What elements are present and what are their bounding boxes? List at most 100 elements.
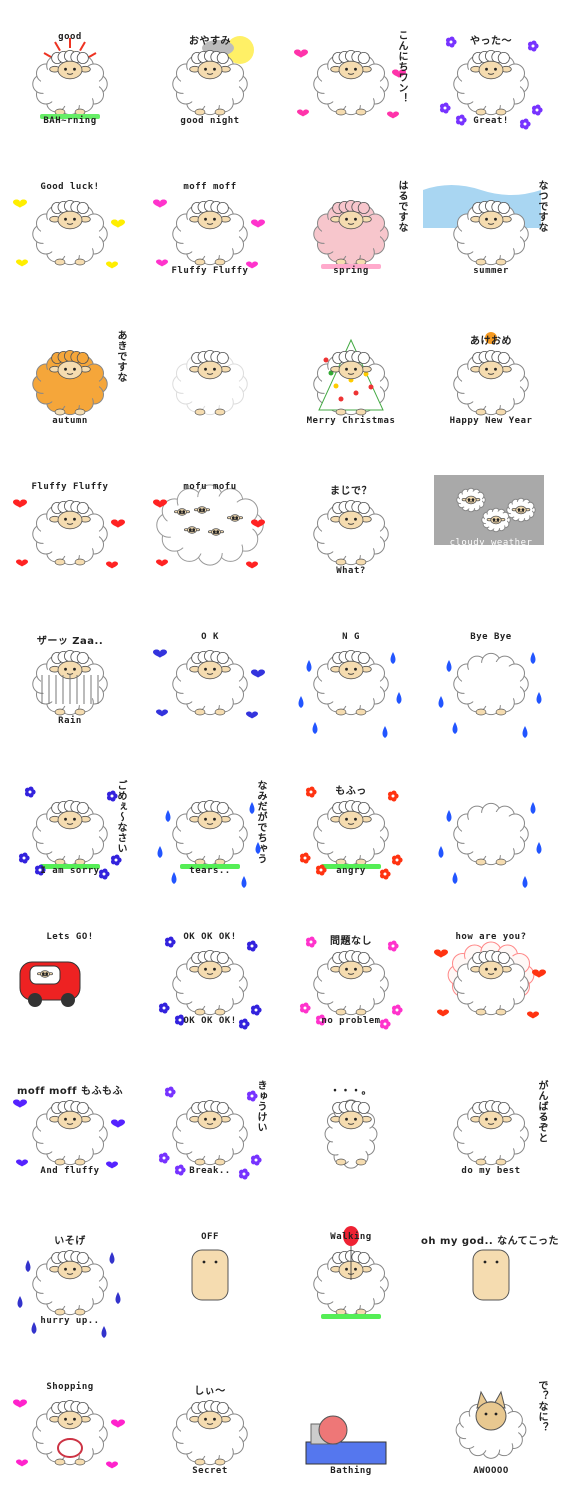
- sticker-top-caption: moff moff もふもふ: [17, 1086, 123, 1097]
- wool-tuft: [191, 800, 229, 815]
- heart-icon: [106, 561, 118, 569]
- sheep-face: [36, 970, 54, 978]
- flower-icon: [164, 936, 176, 948]
- raindrop-icon: [241, 876, 247, 888]
- sticker-cell[interactable]: こんにちワン！: [281, 0, 421, 150]
- sticker-top-caption: しぃ～: [194, 1386, 226, 1397]
- sheep-face: [330, 510, 372, 530]
- wool-tuft: [332, 500, 370, 515]
- grass-strip: [321, 264, 381, 269]
- sticker-cell[interactable]: Bathing: [281, 1350, 421, 1500]
- sticker-top-caption: Shopping: [46, 1382, 94, 1392]
- raindrop-icon: [249, 802, 255, 814]
- sheep-sticker-illustration: [153, 199, 265, 269]
- sheep-face: [189, 1110, 231, 1130]
- heart-icon: [111, 1419, 125, 1428]
- sheep-sticker-illustration: [19, 961, 81, 1007]
- sticker-top-caption: がんばるぞと: [536, 1080, 547, 1143]
- mandarin-icon: [485, 332, 497, 344]
- sticker-cell[interactable]: ・・・。: [281, 1050, 421, 1200]
- raindrop-icon: [171, 872, 177, 884]
- fluffy-wool-body: [453, 802, 529, 866]
- sticker-top-caption: good: [58, 32, 82, 42]
- heart-icon: [106, 261, 118, 269]
- sticker-cell[interactable]: やった～Great!: [421, 0, 561, 150]
- sheep-sticker-illustration: [153, 484, 265, 569]
- sticker-cell[interactable]: しぃ～Secret: [140, 1350, 280, 1500]
- sticker-top-caption: ・・・。: [330, 1086, 372, 1097]
- sheep-sticker-illustration: [158, 1086, 262, 1180]
- sticker-bottom-caption: good night: [180, 116, 240, 126]
- sheep-face: [330, 810, 372, 830]
- sticker-bottom-caption: do my best: [461, 1166, 521, 1176]
- sticker-cell[interactable]: Walking: [281, 1200, 421, 1350]
- sticker-cell[interactable]: how are you?: [421, 900, 561, 1050]
- heart-icon: [246, 261, 258, 269]
- sticker-cell[interactable]: がんばるぞと do my best: [421, 1050, 561, 1200]
- sticker-cell[interactable]: で？なに？AWOOOO: [421, 1350, 561, 1500]
- raindrop-icon: [312, 722, 318, 734]
- sticker-cell[interactable]: O K: [140, 600, 280, 750]
- sticker-cell[interactable]: cloudy weather: [421, 450, 561, 600]
- sticker-top-caption: なみだがでちゃう: [255, 780, 266, 864]
- sticker-bottom-caption: What?: [336, 566, 366, 576]
- sheep-sticker-illustration: [299, 936, 403, 1030]
- sheep-sticker-illustration: [298, 650, 402, 738]
- sticker-cell[interactable]: [421, 750, 561, 900]
- sticker-top-caption: O K: [201, 632, 219, 642]
- sheep-sticker-illustration: [434, 475, 544, 545]
- sticker-cell[interactable]: Merry Christmas: [281, 300, 421, 450]
- sticker-top-caption: はるですな: [396, 180, 407, 233]
- sticker-cell[interactable]: まじで？What?: [281, 450, 421, 600]
- sticker-cell[interactable]: Good luck!: [0, 150, 140, 300]
- sticker-cell[interactable]: oh my god.. なんてこった・・: [421, 1200, 562, 1350]
- fluffy-wool-body: [156, 484, 264, 566]
- heart-icon: [246, 711, 258, 719]
- raindrop-icon: [298, 696, 304, 708]
- sticker-cell[interactable]: なみだがでちゃう tears..: [140, 750, 280, 900]
- sticker-cell[interactable]: Bye Bye: [421, 600, 561, 750]
- sticker-cell[interactable]: mofu mofu: [140, 450, 280, 600]
- wool-tuft: [191, 650, 229, 665]
- flower-icon: [24, 786, 36, 798]
- raindrop-icon: [446, 810, 452, 822]
- sticker-cell[interactable]: ザーッ Zaa..Rain: [0, 600, 140, 750]
- flower-icon: [455, 114, 467, 126]
- sticker-cell[interactable]: N G: [281, 600, 421, 750]
- sheep-sticker-illustration: [153, 649, 265, 719]
- raindrop-icon: [157, 846, 163, 858]
- sticker-cell[interactable]: Fluffy Fluffy: [0, 450, 140, 600]
- sticker-cell[interactable]: Lets GO!: [0, 900, 140, 1050]
- raindrop-icon: [17, 1296, 23, 1308]
- sticker-cell[interactable]: [140, 300, 280, 450]
- heart-icon: [434, 949, 448, 958]
- sticker-top-caption: ザーッ Zaa..: [36, 636, 104, 647]
- sheep-sticker-illustration: [191, 1249, 229, 1301]
- sticker-cell[interactable]: OFF: [140, 1200, 280, 1350]
- heart-icon: [16, 259, 28, 267]
- fluffy-wool-body: [453, 652, 529, 716]
- sticker-cell[interactable]: Shopping: [0, 1350, 140, 1500]
- wool-tuft: [332, 1250, 370, 1265]
- raindrop-icon: [390, 652, 396, 664]
- wool-tuft: [191, 1100, 229, 1115]
- sheep-face: [470, 210, 512, 230]
- sticker-bottom-caption: tears..: [189, 866, 231, 876]
- flower-icon: [238, 1168, 250, 1180]
- sticker-cell[interactable]: OK OK OK!OK OK OK!: [140, 900, 280, 1050]
- wool-tuft: [472, 350, 510, 365]
- wool-tuft: [191, 950, 229, 965]
